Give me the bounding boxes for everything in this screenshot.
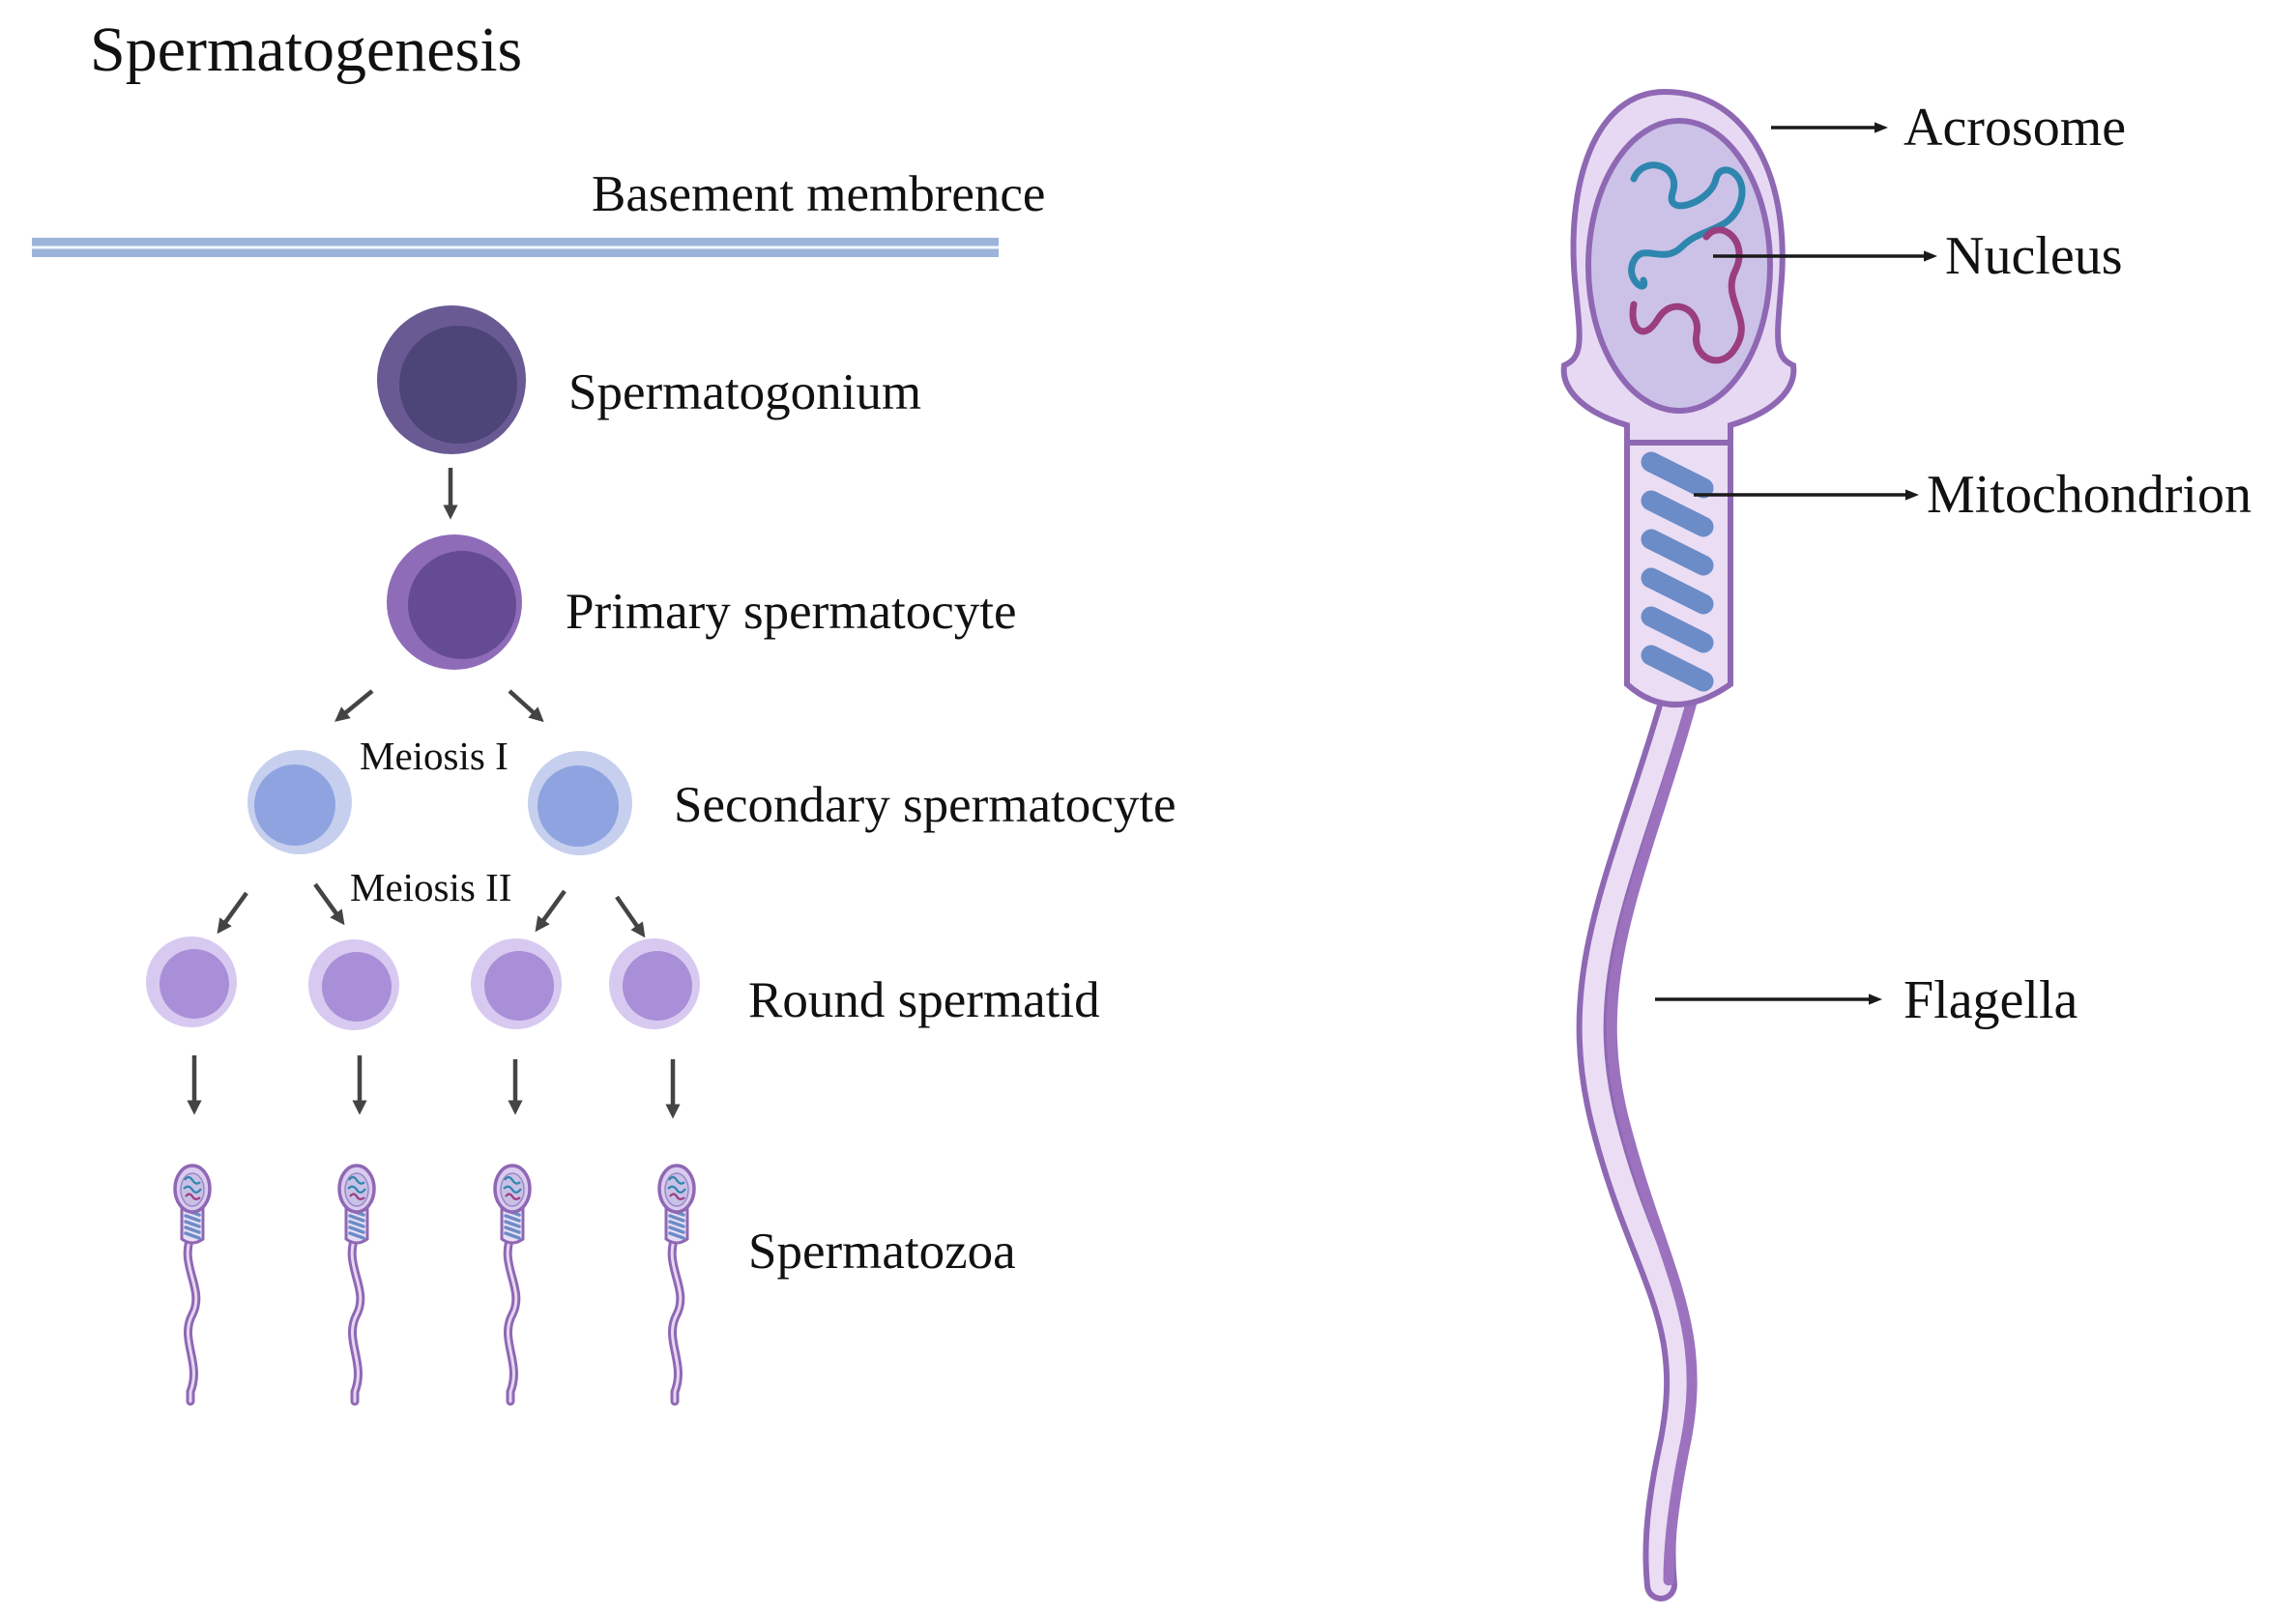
spermatozoon (495, 1166, 530, 1401)
spermatogonium-cell (377, 305, 526, 454)
sperm-detail (1560, 88, 1797, 1601)
arrow-secondary-to-spermatid (313, 882, 345, 926)
spermatozoon (339, 1166, 374, 1401)
primary-spermatocyte-cell (387, 534, 522, 670)
round-spermatid-cell (308, 939, 399, 1030)
spermatozoon (175, 1166, 210, 1401)
spermatogonium-label: Spermatogonium (568, 364, 921, 420)
midpiece (1624, 437, 1733, 707)
basement-membrane-label: Basement membrence (592, 166, 1045, 222)
round-spermatid-label: Round spermatid (748, 972, 1100, 1028)
nucleus-label: Nucleus (1945, 226, 2123, 286)
round-spermatid-cell (146, 937, 237, 1027)
arrow-secondary-to-spermatid (217, 891, 248, 935)
nucleus-envelope (1585, 118, 1773, 414)
primary-spermatocyte-label: Primary spermatocyte (566, 584, 1017, 640)
sperm-head (1560, 88, 1797, 446)
spermatozoon (659, 1166, 694, 1401)
acrosome-label: Acrosome (1904, 98, 2126, 158)
chromatin-purple (1629, 226, 1745, 364)
secondary-spermatocyte-cell (247, 750, 352, 854)
meiosis-2-label: Meiosis II (350, 865, 511, 909)
chromatin-blue (1628, 161, 1746, 290)
spermatozoa-label: Spermatozoa (748, 1224, 1016, 1280)
meiosis-1-label: Meiosis I (360, 734, 509, 778)
arrow-secondary-to-spermatid (615, 895, 646, 938)
arrow-secondary-to-spermatid (535, 889, 567, 933)
mitochondrion-label: Mitochondrion (1927, 465, 2252, 525)
diagram-title: Spermatogenesis (90, 14, 522, 85)
flagella-label: Flagella (1904, 970, 2078, 1030)
arrow-primary-to-secondary-left (334, 689, 374, 722)
round-spermatid-cell (471, 938, 562, 1029)
secondary-spermatocyte-label: Secondary spermatocyte (674, 777, 1177, 833)
basement-membrane (32, 238, 999, 257)
round-spermatid-cell (609, 938, 700, 1029)
flagellum (1576, 660, 1703, 1601)
arrow-primary-to-secondary-right (508, 689, 544, 723)
secondary-spermatocyte-cell (528, 751, 632, 855)
